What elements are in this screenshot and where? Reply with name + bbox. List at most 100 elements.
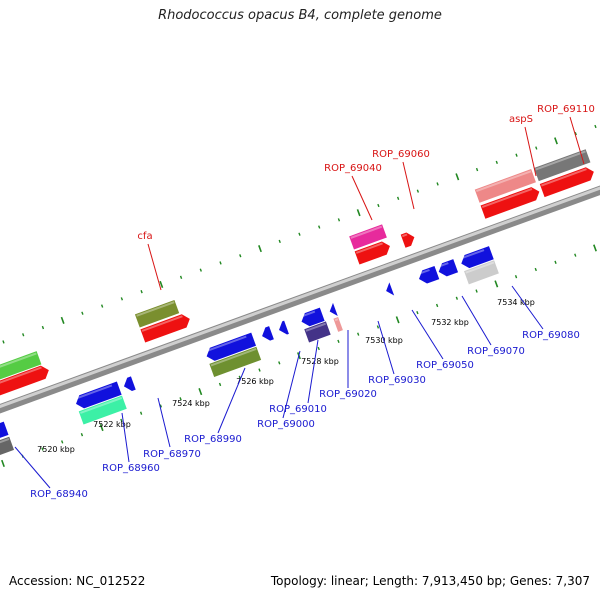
tick-row-bottom: [1, 244, 597, 468]
tick-mark: [416, 310, 419, 315]
tick-row-top: [2, 124, 597, 344]
feature-blue-highlight: [460, 249, 485, 260]
gene-leader-line: [217, 367, 246, 434]
scale-label: 7534 kbp: [497, 298, 535, 307]
tick-mark: [535, 146, 538, 150]
tick-mark: [179, 397, 182, 401]
tick-mark: [514, 275, 518, 279]
tick-mark: [337, 218, 341, 222]
tick-mark: [396, 196, 400, 200]
scale-label: 7522 kbp: [93, 420, 131, 429]
tick-mark: [2, 340, 5, 344]
tick-mark: [258, 245, 262, 253]
tick-mark: [1, 459, 5, 468]
gene-label[interactable]: ROP_68940: [30, 489, 88, 500]
feature-purple: [304, 321, 331, 343]
tick-mark: [159, 280, 164, 289]
tick-mark: [120, 418, 123, 422]
tick-mark: [258, 368, 261, 372]
track: [0, 124, 600, 468]
tick-mark: [494, 280, 499, 288]
tick-mark: [318, 225, 321, 229]
tick-mark: [376, 325, 380, 329]
feature-red-highlight: [481, 188, 533, 209]
tick-mark: [317, 346, 320, 351]
gene-label[interactable]: ROP_68990: [184, 434, 242, 445]
feature-blue-highlight: [300, 310, 316, 318]
genome-backbone: [0, 137, 600, 462]
tick-mark: [554, 137, 558, 145]
gene-label[interactable]: ROP_69080: [522, 330, 580, 341]
feature-gray: [0, 436, 15, 464]
tick-mark: [574, 253, 577, 257]
gene-label[interactable]: ROP_68970: [143, 449, 201, 460]
gene-label[interactable]: ROP_69020: [319, 389, 377, 400]
gene-label[interactable]: aspS: [509, 114, 533, 125]
feature-pink-small-highlight: [334, 318, 339, 322]
feature-olive-highlight: [210, 348, 257, 367]
gene-label[interactable]: ROP_69050: [416, 360, 474, 371]
tick-mark: [475, 289, 478, 293]
feature-purple-highlight: [305, 322, 326, 332]
gene-label[interactable]: ROP_69010: [269, 404, 327, 415]
topology-label: Topology: linear; Length: 7,913,450 bp; …: [270, 574, 590, 588]
gene-leader-line: [14, 446, 51, 489]
gene-label[interactable]: ROP_69070: [467, 346, 525, 357]
feature-red-highlight: [141, 315, 183, 332]
feature-red: [354, 241, 390, 265]
feature-red-highlight: [0, 366, 42, 386]
feature-olive: [209, 346, 262, 378]
feature-blue: [461, 246, 494, 269]
gene-leader-line: [157, 397, 171, 448]
feature-gray-highlight: [535, 150, 586, 171]
scale-label: 7528 kbp: [301, 357, 339, 366]
tick-mark: [239, 254, 242, 258]
tick-mark: [218, 382, 222, 387]
gene-leader-line: [121, 412, 130, 463]
gene-label[interactable]: ROP_69060: [372, 149, 430, 160]
feature-layer: [0, 149, 594, 464]
feature-blue: [206, 332, 257, 361]
tick-mark: [139, 411, 143, 415]
feature-blue-small: [386, 282, 395, 296]
tick-mark: [198, 388, 203, 396]
feature-magenta: [349, 224, 387, 250]
feature-green-highlight: [0, 352, 37, 372]
feature-silver: [464, 260, 499, 285]
tick-mark: [593, 244, 597, 252]
feature-red: [0, 365, 49, 397]
scale-label: 7532 kbp: [431, 318, 469, 327]
gene-label[interactable]: ROP_69040: [324, 163, 382, 174]
tick-mark: [337, 339, 340, 343]
tick-mark: [199, 268, 202, 272]
feature-blue-small: [262, 326, 274, 341]
tick-mark: [60, 316, 65, 324]
feature-gray-highlight: [0, 437, 10, 453]
gene-label[interactable]: cfa: [137, 231, 152, 242]
gene-label[interactable]: ROP_68960: [102, 463, 160, 474]
tick-mark: [455, 296, 459, 300]
gene-label[interactable]: ROP_69110: [537, 104, 595, 115]
tick-mark: [140, 290, 143, 294]
tick-mark: [475, 167, 479, 172]
gene-leader-line: [411, 309, 444, 360]
tick-mark: [238, 375, 241, 379]
tick-mark: [377, 203, 380, 208]
feature-blue-small: [278, 320, 289, 335]
tick-mark: [120, 297, 124, 301]
feature-silver-highlight: [465, 261, 495, 274]
feature-olive: [134, 299, 180, 328]
tick-mark: [435, 303, 439, 308]
gene-leader-line: [282, 350, 301, 419]
tick-mark: [219, 261, 222, 265]
gene-label[interactable]: ROP_69000: [257, 419, 315, 430]
tick-mark: [436, 182, 439, 186]
tick-mark: [80, 433, 84, 437]
tick-mark: [554, 260, 557, 264]
gene-label[interactable]: ROP_69030: [368, 375, 426, 386]
feature-green: [0, 351, 42, 383]
feature-magenta-highlight: [350, 225, 383, 239]
feature-blue: [301, 307, 325, 327]
gene-leader-line: [524, 126, 537, 177]
accession-label: Accession: NC_012522: [9, 574, 146, 588]
